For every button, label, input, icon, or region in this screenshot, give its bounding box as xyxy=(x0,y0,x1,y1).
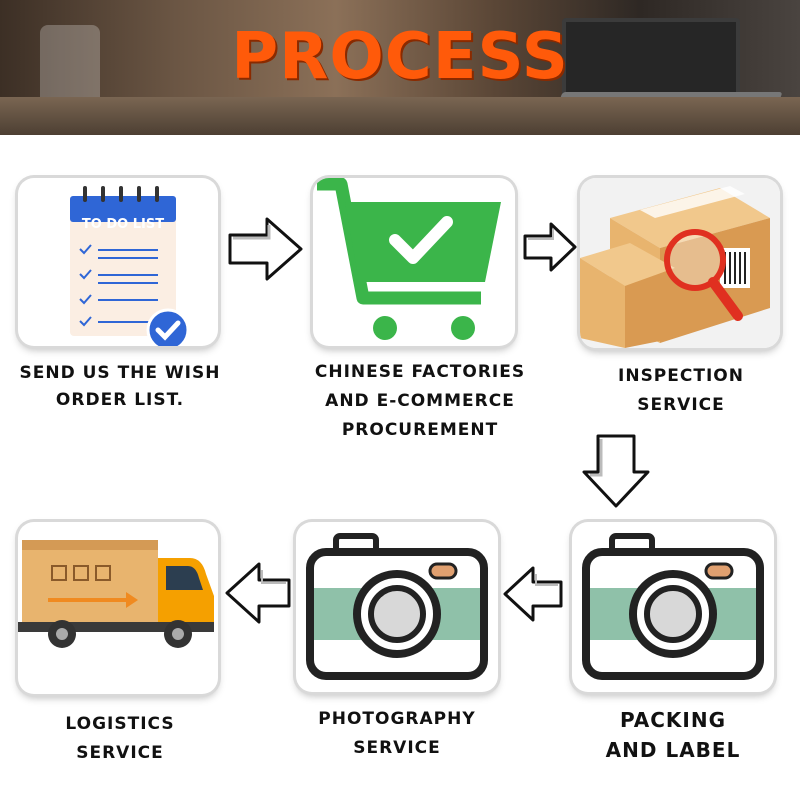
step-card-procurement xyxy=(313,178,515,346)
step-card-photography xyxy=(296,522,498,692)
step-card-inspection xyxy=(580,178,780,348)
step-card-packing xyxy=(572,522,774,692)
todo-list-heading: TO DO LIST xyxy=(81,217,165,232)
arrow-down-icon xyxy=(582,434,650,508)
step-label-inspection: INSPECTION SERVICE xyxy=(618,366,744,415)
step-label-photography: PHOTOGRAPHY SERVICE xyxy=(318,709,476,758)
camera-icon xyxy=(582,533,764,680)
arrow-right-icon xyxy=(228,217,303,281)
banner-background-desk xyxy=(0,97,800,135)
arrow-left-icon xyxy=(503,566,563,622)
step-label-wish-list: SEND US THE WISH ORDER LIST. xyxy=(19,363,221,410)
page-title: PROCESS xyxy=(231,20,569,94)
header-banner: PROCESS xyxy=(0,0,800,135)
step-card-wish-list: TO DO LIST xyxy=(18,178,218,346)
todo-list-icon xyxy=(70,186,190,346)
arrow-right-icon xyxy=(523,222,577,272)
step-label-procurement: CHINESE FACTORIES AND E-COMMERCE PROCURE… xyxy=(314,362,526,440)
step-label-logistics: LOGISTICS SERVICE xyxy=(65,714,175,763)
delivery-truck-icon xyxy=(18,540,214,648)
camera-icon xyxy=(306,533,488,680)
shopping-cart-check-icon xyxy=(317,178,501,340)
banner-background-cup xyxy=(40,25,100,105)
box-inspection-icon xyxy=(580,178,780,348)
step-label-packing: PACKING AND LABEL xyxy=(605,708,741,762)
arrow-left-icon xyxy=(225,562,291,624)
step-card-logistics xyxy=(18,522,218,694)
